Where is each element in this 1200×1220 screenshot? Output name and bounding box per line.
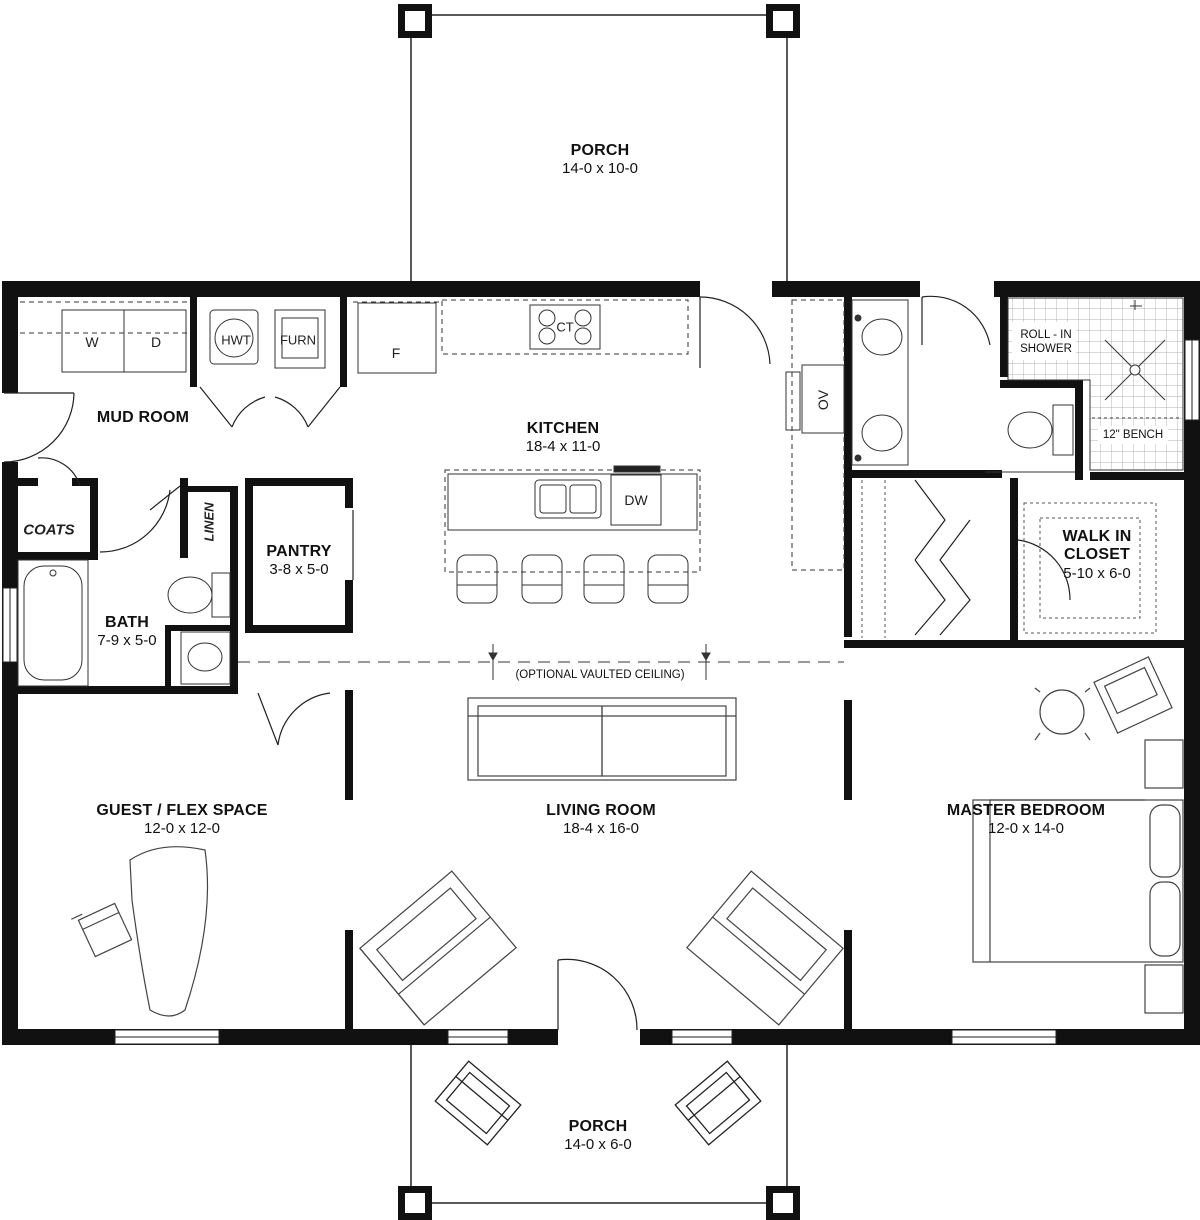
bedroom-furniture: [972, 656, 1184, 1014]
bath-dims: 7-9 x 5-0: [97, 632, 157, 650]
room-label-master-bedroom: MASTER BEDROOM 12-0 x 14-0: [947, 802, 1105, 838]
bath-vanity: [180, 631, 231, 685]
roll-in-note-2: SHOWER: [1020, 343, 1072, 355]
dishwasher: [610, 474, 662, 526]
master-toilet: [1007, 411, 1053, 449]
desk-chair: [71, 902, 133, 958]
oven-label: OV: [815, 389, 831, 411]
room-label-walk-in-closet: WALK IN CLOSET 5-10 x 6-0: [1063, 528, 1132, 582]
roll-in-note-1: ROLL - IN: [1020, 329, 1072, 341]
oven: [801, 364, 845, 434]
master-bedroom-name: MASTER BEDROOM: [946, 802, 1106, 819]
toilet: [167, 576, 213, 614]
guest-flex-dims: 12-0 x 12-0: [144, 820, 220, 838]
toilet-tank: [211, 572, 231, 618]
counter-top: [441, 299, 689, 355]
living-room-dims: 18-4 x 16-0: [563, 820, 639, 838]
room-label-porch-rear: PORCH 14-0 x 6-0: [564, 1118, 632, 1154]
porch-top: [398, 4, 800, 283]
nightstand: [1144, 739, 1184, 789]
room-label-living-room: LIVING ROOM 18-4 x 16-0: [546, 802, 656, 838]
armchair-right: [686, 870, 844, 1026]
dishwasher-label: DW: [624, 492, 648, 508]
room-label-pantry: PANTRY 3-8 x 5-0: [266, 543, 331, 579]
room-label-kitchen: KITCHEN 18-4 x 11-0: [526, 420, 601, 456]
sofa: [467, 697, 737, 781]
coats-label: COATS: [23, 521, 75, 539]
walk-in-closet-name-1: WALK IN: [1062, 528, 1132, 545]
bathtub: [17, 559, 89, 687]
exterior-walls: [2, 281, 1200, 1045]
washer-label: W: [85, 334, 99, 350]
vaulted-line: [238, 644, 844, 680]
porch-front-dims: 14-0 x 10-0: [562, 160, 638, 178]
kitchen-sink: [534, 479, 602, 519]
porch-front-name: PORCH: [570, 142, 630, 159]
cooktop-label: CT: [556, 319, 574, 335]
porch-rear-dims: 14-0 x 6-0: [564, 1136, 632, 1154]
master-vanity: [851, 299, 909, 466]
nightstand: [1144, 964, 1184, 1014]
guest-furniture: [71, 846, 209, 1017]
bedroom-armchair: [1093, 656, 1173, 734]
cooktop: [529, 304, 601, 350]
pantry-name: PANTRY: [266, 543, 332, 560]
fridge-label: F: [391, 345, 401, 361]
master-toilet-tank: [1052, 404, 1074, 456]
room-label-mud-room: MUD ROOM: [97, 409, 189, 427]
curved-desk: [129, 846, 209, 1017]
kitchen-name: KITCHEN: [526, 420, 600, 437]
walk-in-closet-dims: 5-10 x 6-0: [1063, 564, 1131, 582]
armchair-left: [359, 870, 517, 1026]
refrigerator: [357, 302, 437, 374]
room-label-bath: BATH 7-9 x 5-0: [97, 614, 156, 650]
side-table: [1039, 689, 1085, 735]
vaulted-ceiling-note: (OPTIONAL VAULTED CEILING): [515, 669, 685, 681]
closet-fixtures: [861, 480, 1157, 638]
guest-flex-name: GUEST / FLEX SPACE: [96, 802, 268, 819]
hwt-label: HWT: [221, 332, 251, 348]
master-bath-fixtures: [851, 297, 1184, 473]
porch-bottom: [398, 1045, 800, 1220]
linen-label: LINEN: [201, 502, 217, 542]
bar-stools: [456, 554, 689, 604]
walk-in-closet-name-2: CLOSET: [1063, 546, 1131, 564]
kitchen-dims: 18-4 x 11-0: [525, 438, 601, 456]
kitchen-island: [444, 469, 701, 573]
furnace: [274, 309, 326, 369]
room-label-guest-flex: GUEST / FLEX SPACE 12-0 x 12-0: [96, 802, 267, 838]
room-label-porch-front: PORCH 14-0 x 10-0: [562, 142, 638, 178]
interior-walls: [18, 297, 1184, 1030]
dryer-label: D: [150, 334, 162, 350]
kitchen-fixtures: [441, 299, 845, 604]
bench-note: 12" BENCH: [1102, 429, 1164, 441]
walk-in-shelving: [1023, 502, 1157, 634]
living-room-name: LIVING ROOM: [546, 802, 656, 819]
bath-fixtures: [17, 559, 231, 687]
pantry-dims: 3-8 x 5-0: [269, 561, 329, 579]
dryer: [123, 309, 187, 373]
water-heater: [214, 318, 254, 358]
master-bedroom-dims: 12-0 x 14-0: [988, 820, 1064, 838]
porch-rear-name: PORCH: [568, 1118, 628, 1135]
windows: [2, 339, 1200, 1045]
mud-room-name: MUD ROOM: [96, 409, 190, 426]
laundry-fixtures: [20, 301, 440, 374]
doors: [3, 295, 1071, 1031]
furn-label: FURN: [279, 332, 317, 348]
living-furniture: [359, 697, 844, 1026]
bath-name: BATH: [104, 614, 150, 631]
